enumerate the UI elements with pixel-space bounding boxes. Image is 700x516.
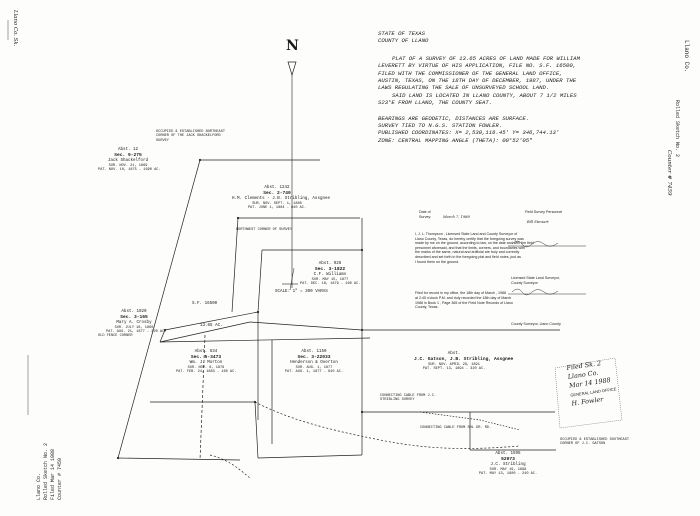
bottom-left-edge-text: Llano Co. Rolled Sketch No. 2 Filed Mar … xyxy=(36,442,63,500)
surveyor-signature-icon xyxy=(508,240,586,296)
bearing-line: SURVEY TIED TO N.G.S. STATION FOWLER. xyxy=(378,122,503,130)
cert-line: personnel aforesaid, and that the limits… xyxy=(415,245,525,250)
filed-line: at 2:45 o'clock P.M. and duly recorded t… xyxy=(415,295,512,300)
corner-markers xyxy=(116,158,364,460)
north-arrow-icon xyxy=(287,61,297,291)
cert-line: the marks of the same, natural and artif… xyxy=(415,250,520,255)
plat-line: LEVERETT BY VIRTUE OF HIS APPLICATION, F… xyxy=(378,62,577,70)
subject-acres-label: 13.65 AC. xyxy=(200,324,223,328)
filed-line: Filed for record in my office, the 18th … xyxy=(415,291,507,296)
right-edge-label: Rolled Sketch No. 2 xyxy=(674,100,680,158)
cert-line: I, J. L. Thompson , Licensed State Land … xyxy=(415,232,518,236)
county-surveyor-label: County Surveyor, Llano County xyxy=(511,321,561,326)
cert-line: I found them on the ground. xyxy=(415,259,460,264)
field-personnel-name: Bill Stewart xyxy=(527,220,549,224)
filed-line: County, Texas. xyxy=(415,305,439,310)
bearing-line: BEARINGS ARE GEODETIC, DISTANCES ARE SUR… xyxy=(378,114,530,122)
plat-line: LAWS REGULATING THE SALE OF UNSURVEYED S… xyxy=(378,84,550,92)
cable-note: CONNECTING CABLE FROM SHL DR. RD. xyxy=(420,426,492,430)
filing-stamp xyxy=(554,357,623,429)
right-edge-counter: Counter # 7459 xyxy=(666,150,672,196)
state-heading: STATE OF TEXAS xyxy=(378,30,425,37)
plat-line: S23°E FROM LLANO, THE COUNTY SEAT. xyxy=(378,99,493,107)
cert-line: made by me on the ground, according to l… xyxy=(415,241,534,246)
plat-line: PLAT OF A SURVEY OF 13.65 ACRES OF LAND … xyxy=(392,54,580,62)
cert-line: Llano County, Texas, do hereby certify t… xyxy=(415,236,524,241)
signer-title: County Surveyor xyxy=(511,280,538,285)
filed-line: 1988 in Book 1 , Page 365 of the Field N… xyxy=(415,300,513,305)
cable-note: CONNECTING CABLE FROM J.C. STRIBLING SUR… xyxy=(380,394,437,403)
signer-title: Licensed State Land Surveyor, xyxy=(511,276,560,281)
scale-label: SCALE: 1" = 300 VARAS xyxy=(275,290,328,294)
stamp-text: Filed Sk. 2 Llano Co. Mar 14 1988 GENERA… xyxy=(566,359,617,408)
date-label: Date of xyxy=(419,210,431,214)
corner-note: NORTHWEST CORNER OF SURVEY xyxy=(236,228,293,232)
survey-date: March 7, 1988 xyxy=(443,215,470,219)
surveyor-certificate: Date of Survey: March 7, 1988 Field Surv… xyxy=(415,210,625,326)
county-heading: COUNTY OF LLANO xyxy=(378,37,429,45)
cert-line: described and set forth in the foregoing… xyxy=(415,254,521,259)
corner-note: OCCUPIED & ESTABLISHED SOUTHEAST CORNER … xyxy=(560,438,630,447)
field-personnel-title: Field Survey Personnel xyxy=(525,210,563,214)
tract-label-t7: Abst.J.C. Gatson, J.B. Stribling, Assgne… xyxy=(414,352,514,372)
corner-note: OCCUPIED & ESTABLISHED NORTHEAST CORNER … xyxy=(156,130,226,143)
title-block: STATE OF TEXAS COUNTY OF LLANO PLAT OF A… xyxy=(378,30,608,144)
left-edge-marks xyxy=(7,20,29,415)
plat-line: AUSTIN, TEXAS, ON THE 18TH DAY OF DECEMB… xyxy=(378,77,577,85)
plat-line: FILED WITH THE COMMISSIONER OF THE GENER… xyxy=(378,69,563,77)
north-label: N xyxy=(286,38,299,54)
subject-file-label: S.F. 16500 xyxy=(192,302,218,306)
bearing-line: ZONE: CENTRAL MAPPING ANGLE (THETA): 00°… xyxy=(378,136,533,144)
left-corner-label: Llano Co. Sk. xyxy=(12,10,18,47)
bearing-line: PUBLISHED COORDINATES: X= 2,530,116.45' … xyxy=(378,129,560,137)
plat-line: SAID LAND IS LOCATED IN LLANO COUNTY, AB… xyxy=(392,91,577,99)
right-edge-label: Llano Co. xyxy=(683,40,690,73)
survey-label: Survey: xyxy=(419,215,432,219)
fence-note: OLD FENCE CORNER xyxy=(98,334,133,338)
